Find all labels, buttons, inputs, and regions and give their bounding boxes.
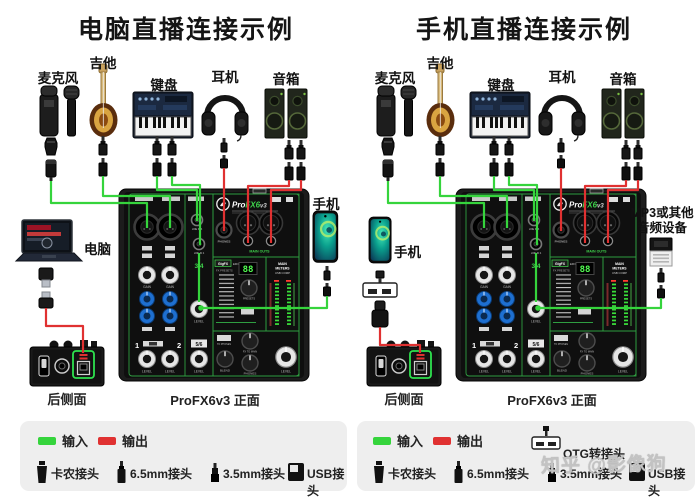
keyboard-cable-r (170, 176, 202, 245)
keyboard-cable-l (492, 176, 536, 221)
left-panel-title: 电脑直播连接示例 (77, 16, 294, 44)
source-phone-label: 手机 (394, 245, 421, 260)
right-panel-title: 手机直播连接示例 (415, 16, 632, 44)
keyboard-cable-l (155, 176, 199, 221)
jack65-legend-label: 6.5mm接头 (130, 467, 193, 481)
usb-computer-cable (44, 308, 85, 353)
jack65-legend-icon (454, 461, 463, 483)
jack35-legend-label: 3.5mm接头 (560, 467, 623, 481)
jack35-legend-label: 3.5mm接头 (223, 467, 286, 481)
usb-legend-icon (288, 463, 304, 481)
input-legend-label: 输入 (62, 434, 89, 449)
headphones-label: 耳机 (211, 70, 239, 85)
front-caption-left: ProFX6v3 正面 (170, 393, 260, 408)
mic-label: 麦克风 (374, 71, 416, 86)
phone-aux-cable (202, 296, 329, 310)
phone-panel-graphics (362, 63, 673, 387)
input-cables-left (49, 176, 329, 310)
usb-legend-label: USB接头 (307, 467, 345, 498)
guitar-label: 吉他 (89, 56, 117, 71)
keyboard-cable-r (507, 176, 539, 245)
xlr-legend-icon (374, 461, 384, 483)
input-color-swatch (373, 437, 391, 445)
keyboard-label: 键盘 (487, 78, 515, 93)
output-color-swatch (98, 437, 116, 445)
mp3-device-label: MP3或其他音频设备 (630, 206, 694, 235)
output-cables-left (44, 168, 303, 353)
xlr-legend-icon (37, 461, 47, 483)
output-legend-label: 输出 (122, 434, 149, 449)
output-cables-right (378, 168, 640, 353)
legend-phone-panel: 输入 输出 OTG转接头 卡农接头 6.5mm接头 3.5mm接头 USB接头 (357, 421, 695, 498)
mic-label: 麦克风 (37, 71, 79, 86)
guitar-cable (101, 176, 172, 228)
jack65-legend-icon (117, 461, 126, 483)
input-cables-right (386, 176, 663, 310)
usb-legend-label: USB接头 (648, 467, 686, 498)
jack65-legend-label: 6.5mm接头 (467, 467, 530, 481)
usb-legend-icon (629, 463, 645, 481)
input-legend-label: 输入 (397, 434, 424, 449)
jack35-legend-icon (211, 463, 219, 482)
legend-computer-panel: 输入 输出 卡农接头 6.5mm接头 3.5mm接头 USB接头 (20, 421, 347, 498)
rear-caption-left: 后侧面 (47, 392, 87, 407)
xlr-legend-label: 卡农接头 (51, 467, 100, 481)
input-color-swatch (38, 437, 56, 445)
mic-cable (386, 181, 486, 228)
guitar-cable (438, 176, 509, 228)
headphones-label: 耳机 (548, 70, 576, 85)
speakers-label: 音箱 (609, 72, 637, 87)
rear-caption-right: 后侧面 (384, 392, 424, 407)
keyboard-label: 键盘 (150, 78, 178, 93)
mp3-aux-cable (539, 298, 663, 310)
speaker-cable-l (583, 180, 628, 243)
usb-phone-cable (378, 327, 422, 353)
guitar-label: 吉他 (426, 56, 454, 71)
jack35-legend-icon (548, 463, 556, 482)
mic-cable (49, 181, 149, 228)
output-color-swatch (433, 437, 451, 445)
front-caption-right: ProFX6v3 正面 (507, 393, 597, 408)
otg-legend-icon (531, 426, 561, 450)
speakers-label: 音箱 (272, 72, 300, 87)
xlr-legend-label: 卡农接头 (388, 467, 437, 481)
speaker-cable-l (246, 180, 291, 243)
watermark: 知乎 @影像狗 (540, 453, 668, 478)
aux-phone-label: 手机 (312, 197, 340, 212)
speaker-cable-r (269, 180, 303, 243)
computer-panel-graphics (15, 63, 339, 387)
otg-legend-label: OTG转接头 (563, 447, 625, 461)
computer-label: 电脑 (84, 242, 111, 257)
speaker-cable-r (606, 180, 640, 243)
output-legend-label: 输出 (457, 434, 484, 449)
